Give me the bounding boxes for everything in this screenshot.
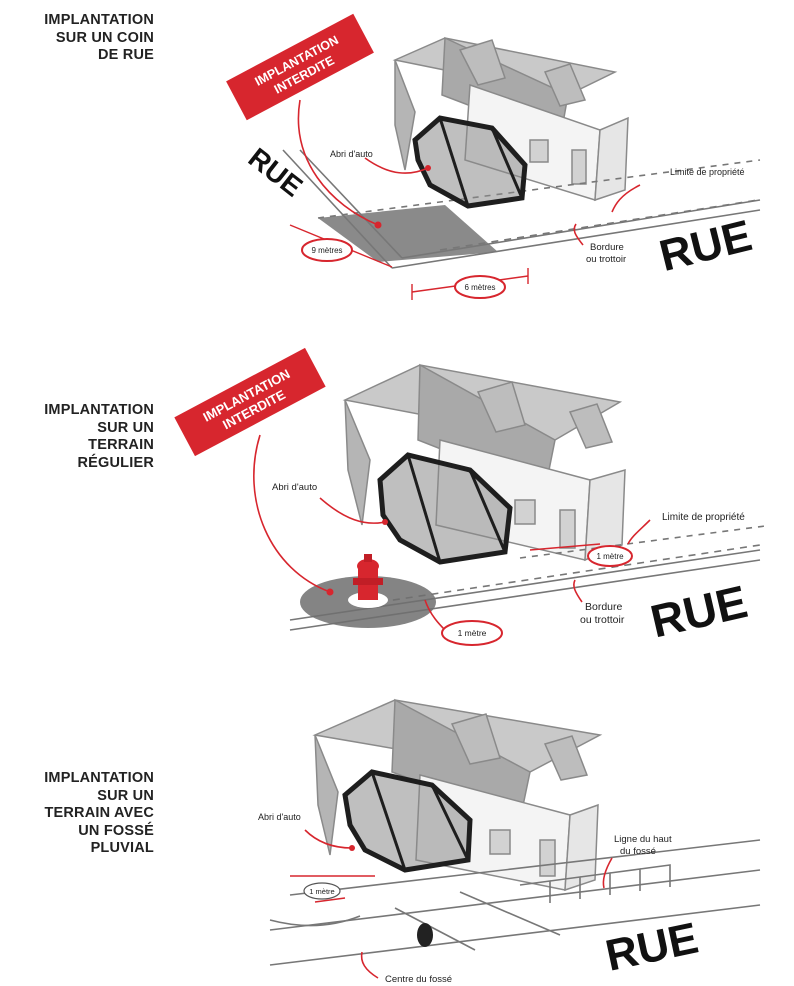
measure-text: 1 mètre [596,552,624,561]
curb-label-line-1: Bordure [585,601,623,613]
measure-text: 9 mètres [311,246,342,255]
property-limit-label: Limite de propriété [670,167,745,177]
measure-badge: 1 mètre [304,883,340,899]
shelter-label: Abri d'auto [258,812,301,822]
ditch-center-label: Centre du fossé [385,974,452,985]
measure-text: 6 mètres [464,283,495,292]
ditch-lot-illustration: Abri d'auto Ligne du haut du fossé Centr… [0,680,794,986]
shelter-label: Abri d'auto [272,482,317,493]
street-label-main: RUE [601,914,702,981]
measure-badge: 1 mètre [588,546,632,566]
measure-badge: 1 mètre [442,621,502,645]
street-label-side: RUE [243,142,309,203]
corner-lot-illustration: IMPLANTATION INTERDITE Abri d'auto Limit… [0,0,794,310]
street-label-main: RUE [655,211,757,281]
curb-label-line-1: Bordure [590,242,624,253]
measure-badge: 9 mètres [302,239,352,261]
ditch-top-label-line-2: du fossé [620,846,656,857]
diagram-regular-lot: IMPLANTATION SUR UN TERRAIN RÉGULIER [0,330,794,670]
regular-lot-illustration: IMPLANTATION INTERDITE Abri d'auto Limit… [0,330,794,670]
street-label-main: RUE [646,575,752,648]
culvert-pipe [417,923,433,947]
measure-text: 1 mètre [458,628,487,638]
curb-label-line-2: ou trottoir [580,614,625,626]
measure-text: 1 mètre [309,887,334,896]
diagram-corner-lot: IMPLANTATION SUR UN COIN DE RUE [0,0,794,310]
shelter-label: Abri d'auto [330,149,373,159]
diagram-ditch-lot: IMPLANTATION SUR UN TERRAIN AVEC UN FOSS… [0,680,794,986]
measure-badge: 6 mètres [455,276,505,298]
ditch-top-label-line-1: Ligne du haut [614,834,672,845]
curb-label-line-2: ou trottoir [586,254,626,265]
property-limit-label: Limite de propriété [662,512,745,523]
forbidden-banner: IMPLANTATION INTERDITE [174,348,325,456]
